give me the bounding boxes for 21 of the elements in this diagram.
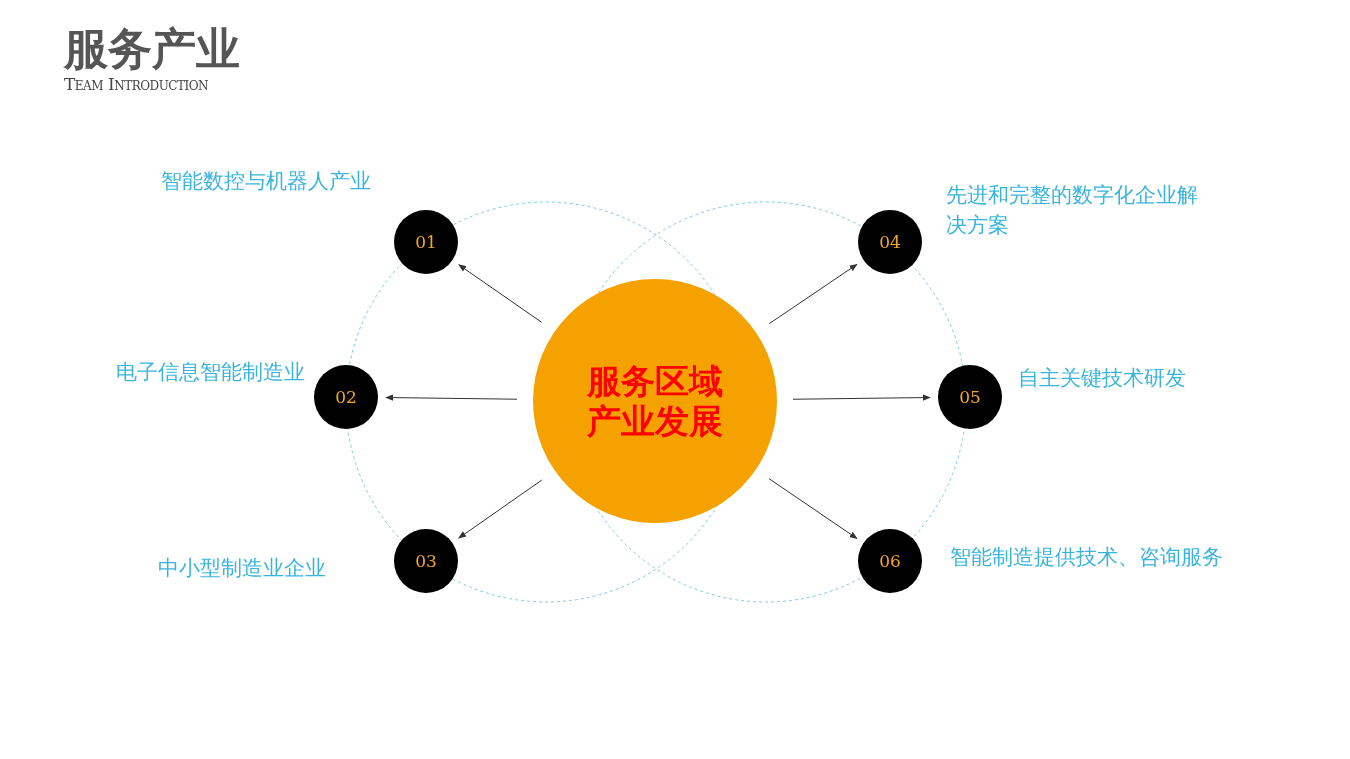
center-text: 服务区域产业发展	[585, 361, 724, 441]
page-title: 服务产业	[64, 24, 240, 74]
item-label: 自主关键技术研发	[1018, 365, 1186, 392]
arrow	[768, 478, 858, 539]
arrow	[768, 263, 858, 325]
arrow	[385, 394, 518, 401]
number-text: 03	[415, 551, 437, 571]
number-text: 04	[879, 232, 901, 252]
number-text: 01	[415, 232, 437, 252]
arrow	[458, 264, 543, 323]
arrow	[458, 479, 543, 539]
item-label: 先进和完整的数字化企业解决方案	[946, 182, 1199, 239]
arrow	[792, 394, 931, 401]
subtitle: Team Introduction	[64, 74, 209, 94]
number-text: 05	[959, 387, 981, 407]
number-text: 02	[335, 387, 357, 407]
item-label: 中小型制造业企业	[158, 555, 326, 582]
item-label: 电子信息智能制造业	[116, 359, 305, 386]
item-label: 智能制造提供技术、咨询服务	[950, 544, 1223, 571]
number-text: 06	[879, 551, 901, 571]
item-label: 智能数控与机器人产业	[161, 168, 371, 195]
